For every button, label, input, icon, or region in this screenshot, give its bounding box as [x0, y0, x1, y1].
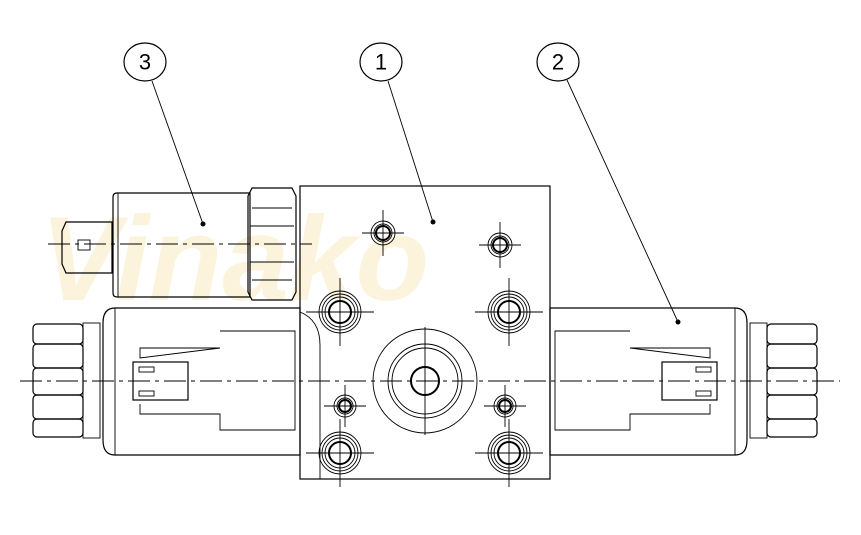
balloon-3: 3: [123, 42, 206, 227]
svg-text:1: 1: [375, 50, 387, 75]
balloon-2: 2: [536, 42, 681, 325]
balloon-1: 1: [359, 42, 436, 225]
watermark: Vinako: [40, 192, 429, 326]
pressure-sensor: [48, 187, 312, 301]
left-solenoid: [32, 307, 301, 456]
right-solenoid: [549, 307, 818, 456]
svg-text:2: 2: [552, 50, 564, 75]
svg-text:3: 3: [139, 50, 151, 75]
